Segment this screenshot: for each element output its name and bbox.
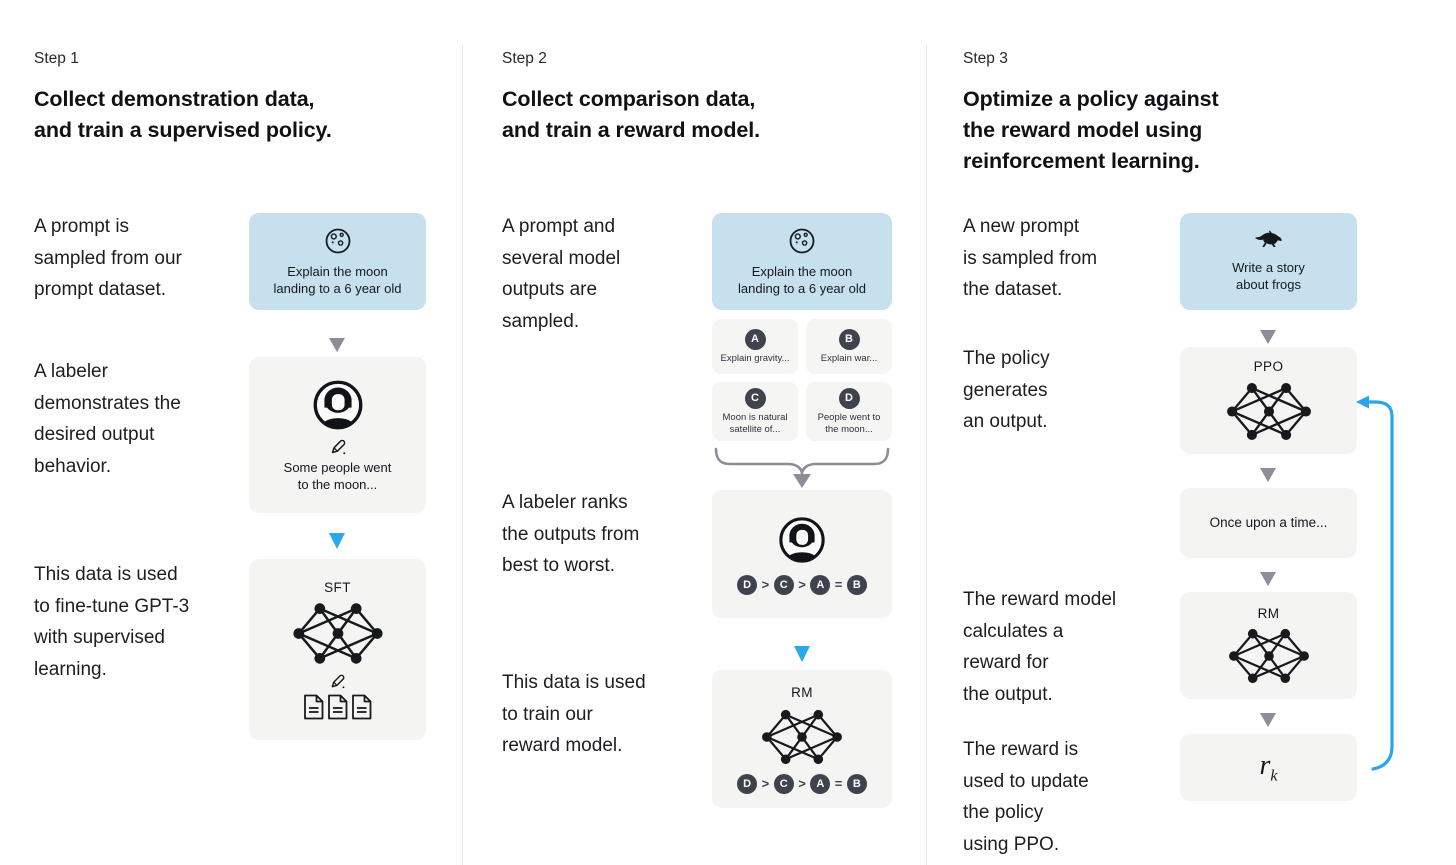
step-3-prompt-box: Write a story about frogs <box>1180 213 1357 310</box>
rank-separator: > <box>761 776 770 791</box>
reward-value: rk <box>1259 749 1278 785</box>
step-3-output-text: Once upon a time... <box>1209 515 1328 531</box>
moon-icon <box>325 228 350 253</box>
rank-badge: B <box>846 574 867 595</box>
down-arrow-icon <box>329 338 345 352</box>
ppo-label: PPO <box>1253 358 1284 374</box>
ranking-row: D > C > A = B <box>737 773 867 794</box>
neural-network-icon <box>760 708 844 765</box>
labeler-icon <box>776 514 828 566</box>
documents-icon <box>303 694 372 720</box>
rank-badge: A <box>810 574 831 595</box>
rank-separator: = <box>834 577 843 592</box>
down-arrow-icon <box>1260 572 1276 586</box>
step-1-prompt-caption: A prompt is sampled from our prompt data… <box>34 216 182 300</box>
step-3-label: Step 3 <box>963 50 1008 67</box>
feedback-loop-arrow-icon <box>1356 395 1394 771</box>
column-divider-2 <box>926 45 927 865</box>
down-arrow-icon <box>1260 330 1276 344</box>
step-1-sft-box: SFT <box>249 559 426 740</box>
step-3-output-box: Once upon a time... <box>1180 488 1357 558</box>
step-2-prompt-box-text: Explain the moon landing to a 6 year old <box>738 263 866 297</box>
rank-badge: D <box>737 574 758 595</box>
step-2-prompt-box: Explain the moon landing to a 6 year old <box>712 213 892 310</box>
down-arrow-blue-icon <box>329 533 345 549</box>
output-chip-a: A Explain gravity... <box>712 319 798 374</box>
step-3-ppo-box: PPO <box>1180 347 1357 454</box>
step-2-ranking-box: D > C > A = B <box>712 490 892 618</box>
step-2-title: Collect comparison data, and train a rew… <box>502 87 760 142</box>
step-2-data-caption: This data is used to train our reward mo… <box>502 672 646 756</box>
rank-separator: > <box>798 577 806 592</box>
step-1-labeler-caption: A labeler demonstrates the desired outpu… <box>34 361 181 477</box>
step-1-prompt-box-text: Explain the moon landing to a 6 year old <box>273 263 402 297</box>
down-arrow-icon <box>1260 713 1276 727</box>
down-arrow-blue-icon <box>794 646 810 662</box>
chip-badge-b: B <box>838 328 860 350</box>
rank-badge: C <box>773 574 794 595</box>
step-3-rm-box: RM <box>1180 592 1357 699</box>
rank-separator: > <box>761 577 770 592</box>
labeler-icon <box>310 377 366 433</box>
step-1-labeler-box-text: Some people went to the moon... <box>283 459 392 493</box>
neural-network-icon <box>1227 627 1310 684</box>
output-chip-b: B Explain war... <box>806 319 892 374</box>
chip-text-d: People went to the moon... <box>817 411 881 435</box>
step-2-label: Step 2 <box>502 50 547 67</box>
step-1-data-caption: This data is used to fine-tune GPT-3 wit… <box>34 564 190 680</box>
down-arrow-icon <box>1260 468 1276 482</box>
neural-network-icon <box>1225 381 1312 441</box>
rank-badge: D <box>737 773 758 794</box>
step-1-label: Step 1 <box>34 50 79 67</box>
chip-badge-a: A <box>744 328 766 350</box>
step-2-labeler-caption: A labeler ranks the outputs from best to… <box>502 492 640 576</box>
rank-badge: A <box>810 773 831 794</box>
step-3-reward-caption: The reward model calculates a reward for… <box>963 589 1117 705</box>
rank-separator: = <box>834 776 843 791</box>
rank-badge: B <box>846 773 867 794</box>
sft-label: SFT <box>324 579 351 595</box>
ranking-row: D > C > A = B <box>737 574 867 595</box>
pencil-icon <box>331 674 346 689</box>
rm-label: RM <box>791 684 813 700</box>
step-3-update-caption: The reward is used to update the policy … <box>963 739 1089 855</box>
rank-separator: > <box>798 776 806 791</box>
output-chip-d: D People went to the moon... <box>806 382 892 441</box>
moon-icon <box>789 228 815 253</box>
chip-text-a: Explain gravity... <box>720 352 790 364</box>
rm-label: RM <box>1257 605 1280 621</box>
chip-badge-c: C <box>744 387 766 409</box>
step-1-title: Collect demonstration data, and train a … <box>34 87 332 142</box>
step-3-reward-value-box: rk <box>1180 734 1357 801</box>
step-2-rm-box: RM D > C > A = B <box>712 670 892 808</box>
step-3-prompt-caption: A new prompt is sampled from the dataset… <box>963 216 1098 300</box>
step-3-policy-caption: The policy generates an output. <box>963 348 1050 432</box>
step-1-labeler-box: Some people went to the moon... <box>249 357 426 513</box>
step-1-prompt-box: Explain the moon landing to a 6 year old <box>249 213 426 310</box>
step-2-prompt-caption: A prompt and several model outputs are s… <box>502 216 621 332</box>
step-3-prompt-box-text: Write a story about frogs <box>1232 259 1305 293</box>
column-divider-1 <box>462 45 463 865</box>
rank-badge: C <box>773 773 794 794</box>
chip-text-c: Moon is natural satellite of... <box>722 411 788 435</box>
output-chip-c: C Moon is natural satellite of... <box>712 382 798 441</box>
brace-merge-arrow-icon <box>714 447 890 488</box>
neural-network-icon <box>291 601 384 665</box>
pencil-icon <box>331 439 346 455</box>
step-3-title: Optimize a policy against the reward mod… <box>963 87 1219 173</box>
chip-badge-d: D <box>838 387 860 409</box>
frog-icon <box>1255 230 1282 247</box>
chip-text-b: Explain war... <box>820 352 878 364</box>
